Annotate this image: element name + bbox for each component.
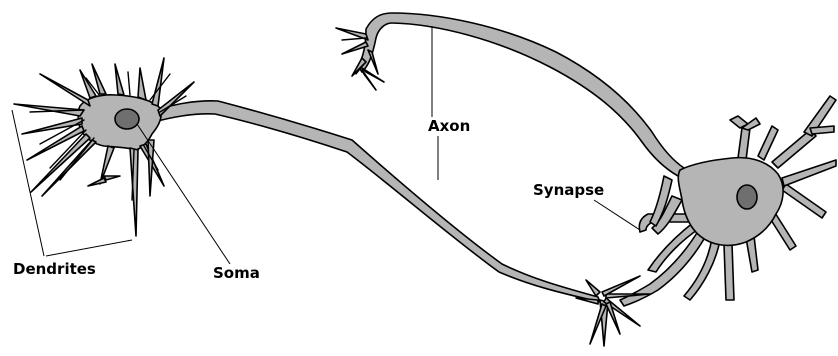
synapse-pointer — [594, 200, 640, 230]
left-dendrites — [14, 58, 194, 236]
right-neuron — [620, 96, 836, 306]
upper-axon — [336, 13, 684, 176]
synapse-label: Synapse — [533, 181, 604, 199]
left-neuron — [14, 58, 600, 302]
soma-pointer — [137, 124, 230, 264]
axon-label: Axon — [428, 117, 470, 135]
lower-axon-terminal — [576, 276, 650, 346]
dendrites-pointer-lower — [46, 240, 132, 256]
right-nucleus — [737, 185, 757, 209]
dendrites-label: Dendrites — [13, 260, 96, 278]
soma-label: Soma — [213, 264, 260, 282]
left-nucleus — [115, 109, 139, 129]
